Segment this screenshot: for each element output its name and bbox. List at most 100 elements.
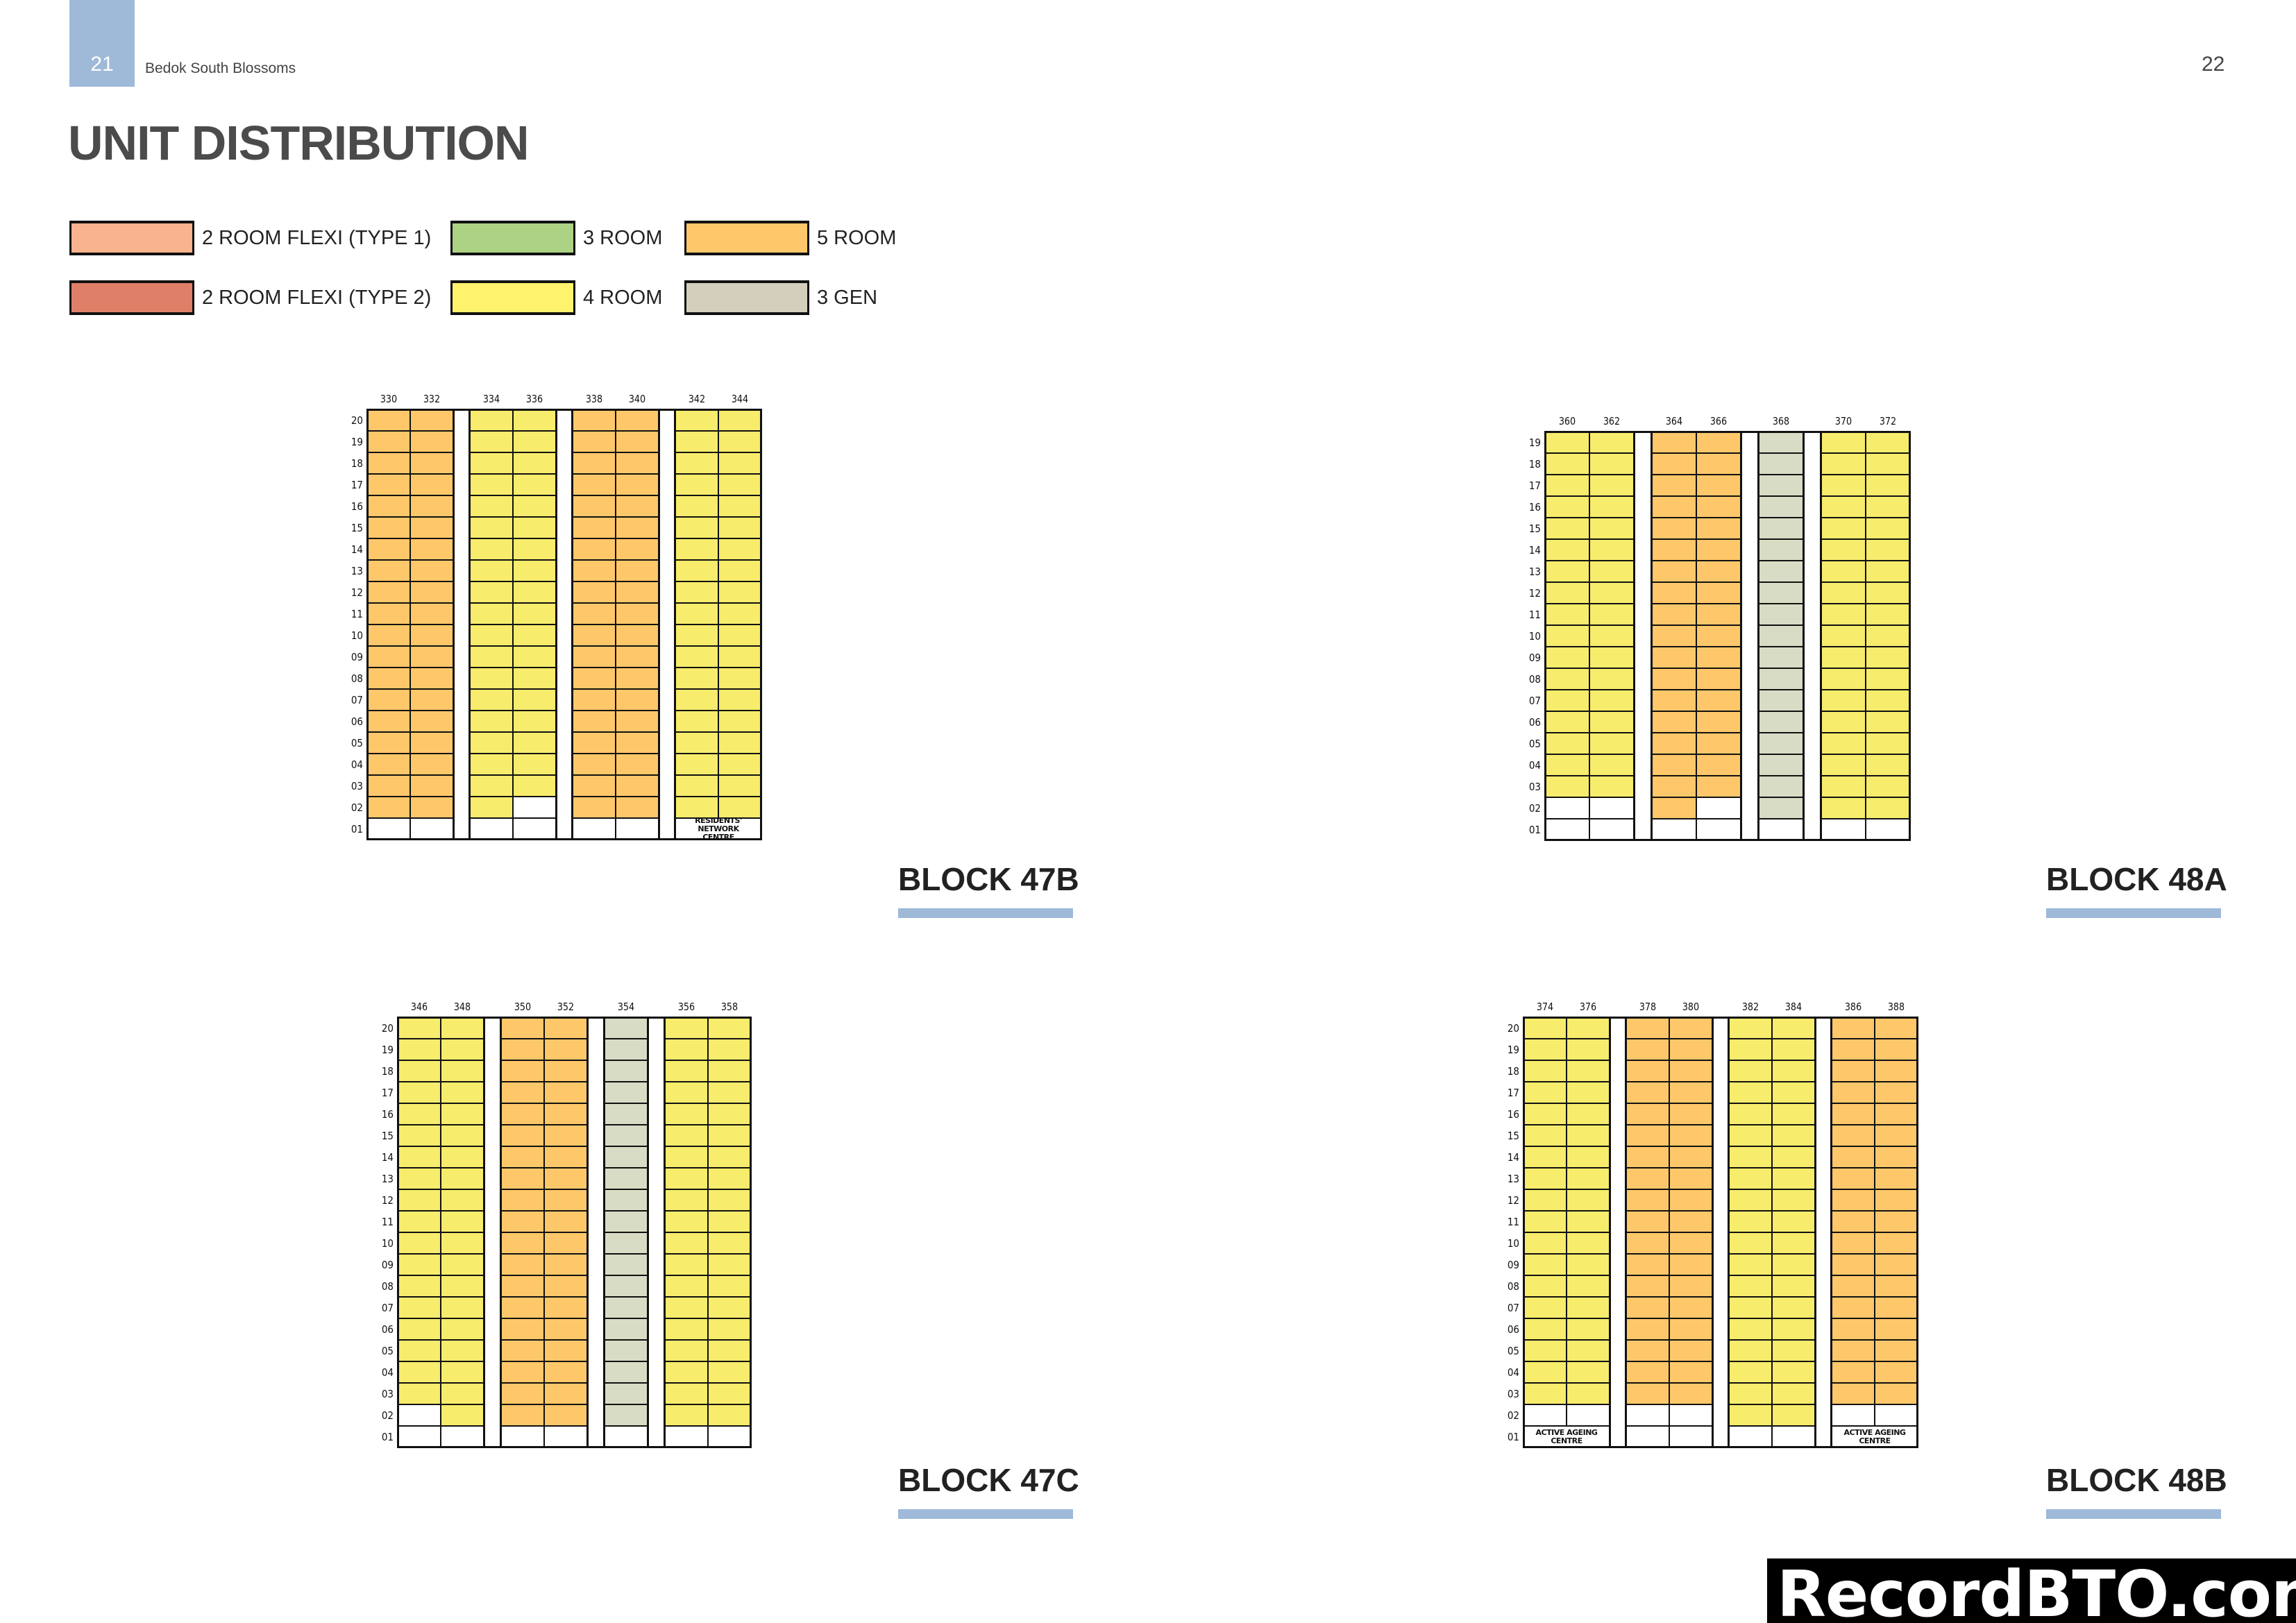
floor-label: 01: [351, 823, 363, 835]
unit-cell: [1545, 453, 1589, 475]
unit-cell: [1669, 1275, 1712, 1297]
unit-cell: [441, 1146, 484, 1168]
unit-cell: [1523, 1082, 1567, 1103]
unit-cell: [1759, 690, 1803, 711]
unit-cell: [1875, 1060, 1918, 1082]
unit-cell: [665, 1017, 708, 1039]
unit-cell: [1875, 1125, 1918, 1146]
unit-cell: [1567, 1275, 1610, 1297]
unit-cell: [441, 1168, 484, 1189]
unit-cell: [501, 1426, 544, 1447]
unit-cell: [1729, 1211, 1772, 1232]
unit-cell: [1626, 1340, 1669, 1361]
unit-cell: [398, 1060, 441, 1082]
unit-cell: [1523, 1318, 1567, 1340]
unit-cell: [367, 538, 410, 560]
unit-cell: [1652, 668, 1696, 690]
unit-cell: [1652, 776, 1696, 797]
unit-cell: [1866, 733, 1910, 754]
unit-cell: [1669, 1017, 1712, 1039]
unit-cell: [665, 1297, 708, 1318]
unit-cell: [398, 1017, 441, 1039]
unit-cell: [441, 1297, 484, 1318]
unit-cell: [1729, 1039, 1772, 1060]
unit-cell: [1821, 668, 1866, 690]
unit-cell: [441, 1125, 484, 1146]
unit-cell: [616, 603, 659, 624]
corridor-gap: [1712, 1017, 1729, 1447]
unit-cell: [1589, 690, 1634, 711]
unit-cell: [470, 495, 513, 517]
unit-cell: [1669, 1426, 1712, 1447]
unit-cell: [718, 495, 761, 517]
corridor-gap: [556, 409, 573, 840]
unit-cell: [1729, 1168, 1772, 1189]
unit-cell: [441, 1232, 484, 1254]
unit-cell: [616, 431, 659, 452]
legend-swatch: [450, 221, 575, 255]
unit-cell: [605, 1168, 648, 1189]
unit-cell: [1652, 539, 1696, 561]
unit-cell: [1696, 797, 1741, 819]
unit-cell: [1652, 625, 1696, 647]
unit-cell: [501, 1146, 544, 1168]
facility-cell: ACTIVE AGEING CENTRE: [1523, 1426, 1610, 1447]
unit-cell: [605, 1254, 648, 1275]
unit-cell: [470, 646, 513, 668]
unit-cell: [1821, 432, 1866, 453]
unit-cell: [470, 624, 513, 646]
unit-cell: [1729, 1017, 1772, 1039]
unit-cell: [410, 538, 453, 560]
unit-cell: [1875, 1297, 1918, 1318]
unit-cell: [708, 1017, 751, 1039]
unit-cell: [501, 1383, 544, 1404]
unit-cell: [573, 732, 616, 754]
watermark-text: RecordBTO.com: [1777, 1558, 2296, 1623]
unit-cell: [1875, 1232, 1918, 1254]
unit-cell: [513, 624, 556, 646]
unit-cell: [1772, 1297, 1815, 1318]
unit-cell: [441, 1082, 484, 1103]
unit-cell: [367, 754, 410, 775]
floor-label: 04: [1507, 1366, 1519, 1379]
unit-cell: [1729, 1340, 1772, 1361]
unit-cell: [398, 1383, 441, 1404]
unit-cell: [501, 1297, 544, 1318]
unit-cell: [1832, 1103, 1875, 1125]
unit-cell: [1832, 1232, 1875, 1254]
unit-cell: [367, 581, 410, 603]
floor-label: 13: [381, 1173, 394, 1185]
unit-cell: [544, 1060, 587, 1082]
block-label: BLOCK 48A: [2046, 861, 2227, 897]
unit-number-header: 360: [1558, 415, 1576, 427]
floor-label: 07: [1507, 1302, 1519, 1314]
unit-cell: [1821, 561, 1866, 582]
unit-cell: [1866, 453, 1910, 475]
unit-cell: [718, 711, 761, 732]
unit-cell: [1866, 819, 1910, 840]
unit-cell: [1821, 518, 1866, 539]
floor-label: 05: [1528, 738, 1541, 750]
unit-cell: [1821, 776, 1866, 797]
unit-cell: [1772, 1168, 1815, 1189]
unit-cell: [1866, 690, 1910, 711]
unit-cell: [718, 624, 761, 646]
unit-cell: [1729, 1103, 1772, 1125]
unit-cell: [1545, 539, 1589, 561]
unit-cell: [1545, 754, 1589, 776]
unit-cell: [675, 646, 718, 668]
unit-cell: [441, 1383, 484, 1404]
unit-cell: [1772, 1232, 1815, 1254]
unit-cell: [544, 1232, 587, 1254]
unit-cell: [441, 1275, 484, 1297]
unit-cell: [1832, 1060, 1875, 1082]
unit-cell: [1759, 668, 1803, 690]
block-label-underline: [2046, 908, 2221, 918]
unit-cell: [410, 431, 453, 452]
unit-cell: [501, 1125, 544, 1146]
unit-cell: [718, 689, 761, 711]
unit-cell: [1652, 496, 1696, 518]
unit-cell: [1866, 604, 1910, 625]
unit-cell: [398, 1125, 441, 1146]
unit-cell: [1669, 1103, 1712, 1125]
